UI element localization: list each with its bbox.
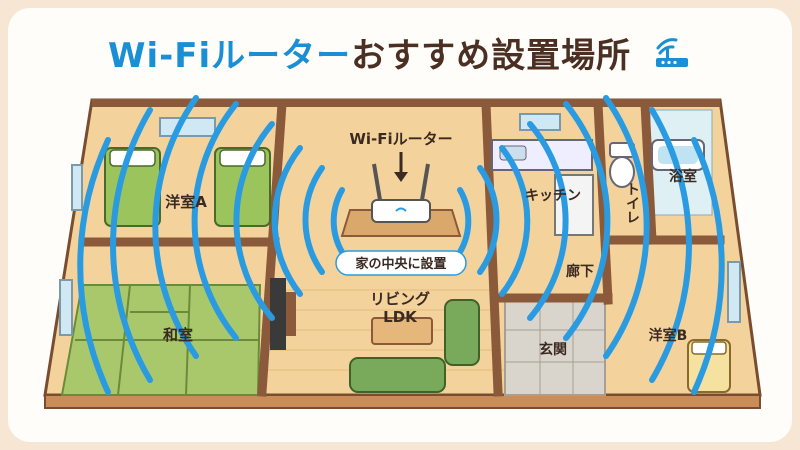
placement-note-text: 家の中央に設置 [355, 256, 446, 272]
room-label-western-b: 洋室B [649, 327, 688, 344]
title-highlight: Wi-Fiルーター [108, 36, 352, 76]
down-arrow-icon [394, 152, 408, 182]
toilet-icon [609, 142, 635, 188]
room-label-entrance: 玄関 [539, 341, 567, 358]
title-rest: おすすめ設置場所 [351, 36, 632, 76]
page-title: Wi-Fiルーターおすすめ設置場所 [0, 28, 800, 79]
sofa-icon [349, 299, 480, 393]
bathtub-icon [651, 139, 705, 171]
front-wall [44, 394, 761, 409]
router-table [340, 163, 462, 237]
room-label-hallway: 廊下 [566, 263, 594, 280]
placement-note-badge: 家の中央に設置 [335, 250, 467, 276]
window-icon [59, 113, 741, 336]
room-label-washitsu: 和室 [163, 326, 193, 344]
tv-icon [270, 278, 296, 350]
room-label-toilet: トイレ [624, 182, 640, 224]
router-label: Wi-Fiルーター [349, 130, 452, 148]
wifi-signal-waves [77, 95, 725, 395]
room-label-western-a: 洋室A [165, 193, 207, 211]
tatami-lines [75, 284, 259, 396]
room-label-kitchen: キッチン [525, 188, 581, 204]
room-label-living: リビング [370, 290, 430, 308]
entrance-tiles [504, 299, 606, 396]
room-label-ldk: LDK [383, 308, 418, 326]
room-label-bath: 浴室 [669, 168, 697, 185]
router-icon [652, 36, 692, 79]
